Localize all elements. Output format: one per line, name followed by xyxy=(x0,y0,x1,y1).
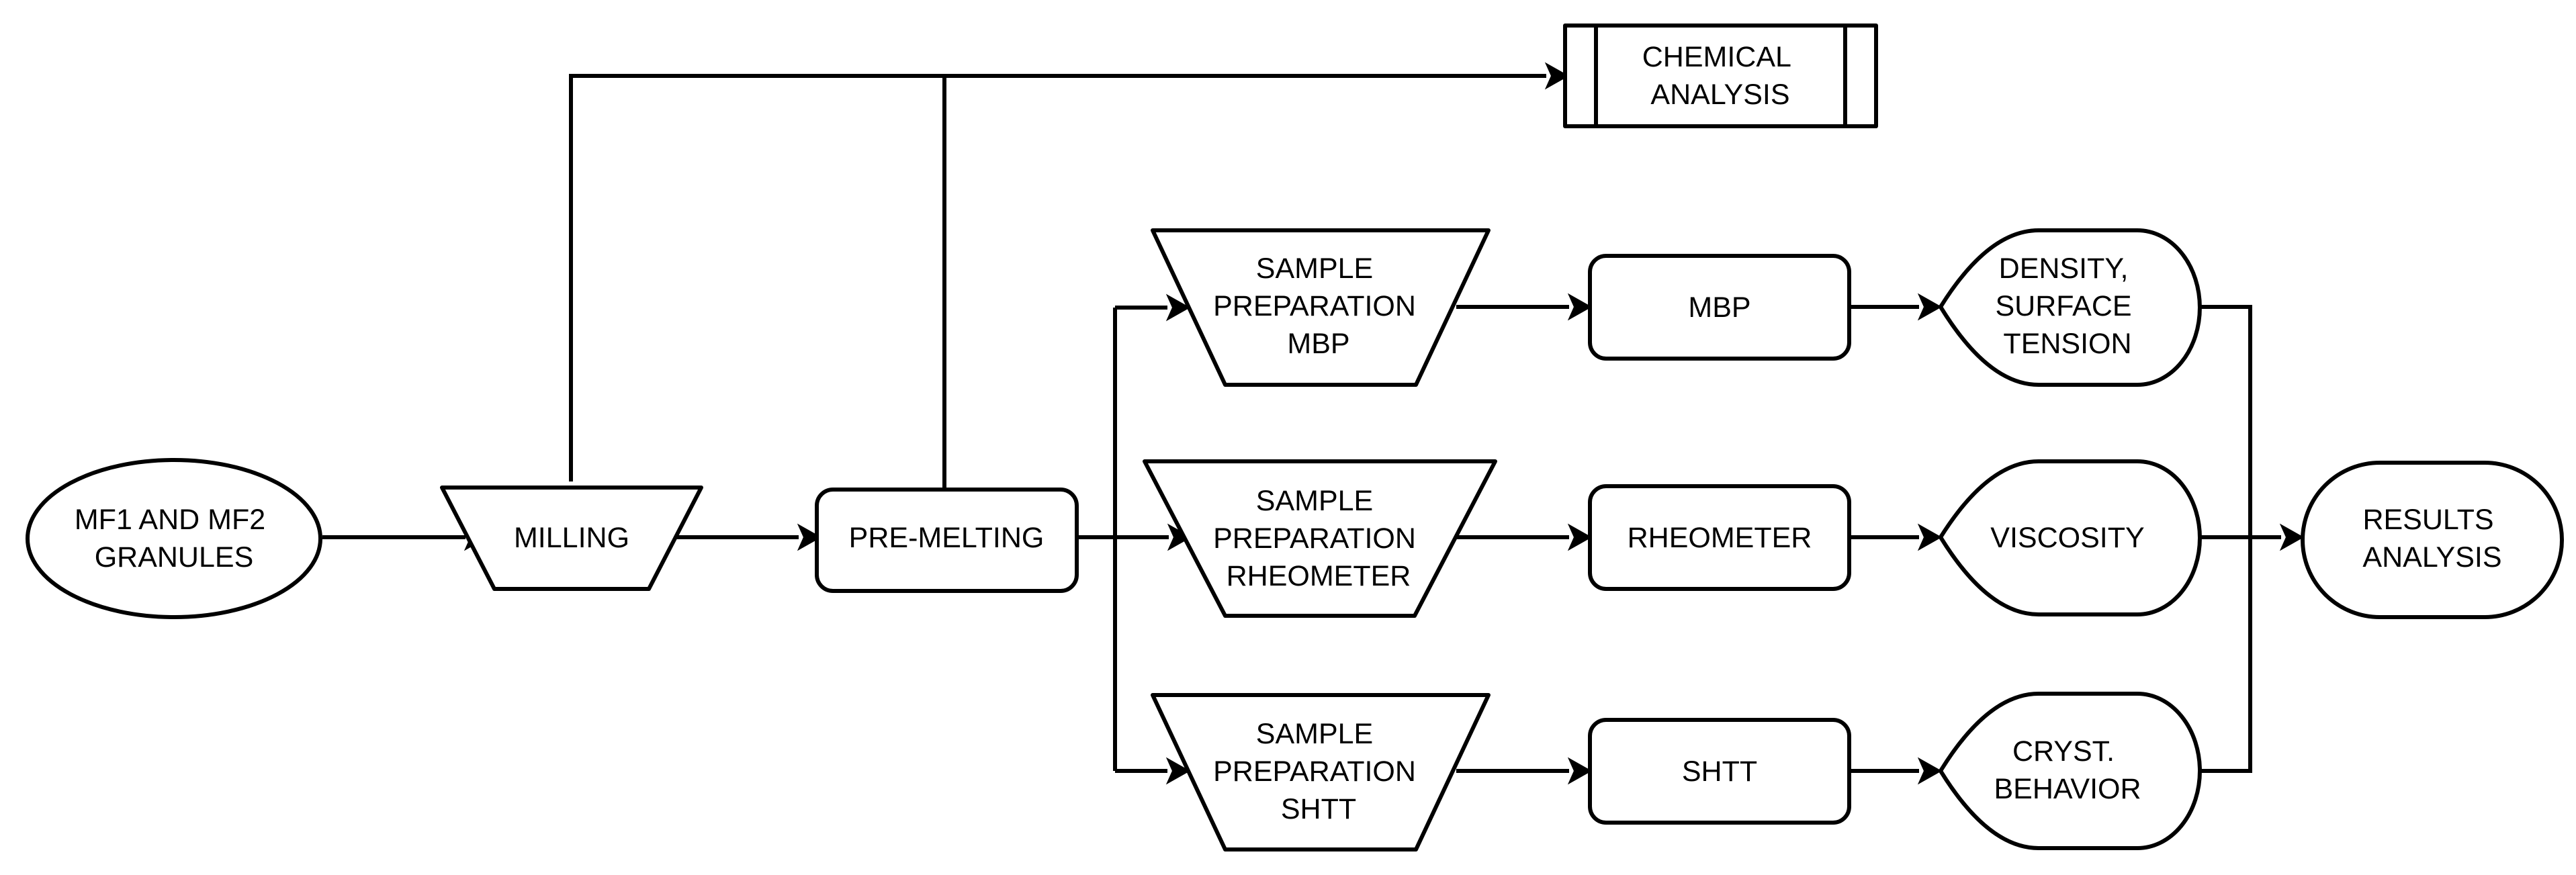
arrowhead-density xyxy=(1917,293,1943,321)
svg-text:CHEMICAL ANALYSIS: CHEMICAL ANALYSIS xyxy=(1642,41,1799,111)
svg-text:DENSITY, SURFACE T: DENSITY, SURFACE TENSION xyxy=(1995,252,2139,360)
sample-prep-mbp-label-line-1: SAMPLE xyxy=(1256,252,1373,285)
node-rheometer: RHEOMETER xyxy=(1588,484,1851,591)
node-milling: MILLING xyxy=(440,486,703,591)
node-mbp: MBP xyxy=(1588,254,1851,361)
node-viscosity: VISCOSITY xyxy=(1939,459,2202,616)
arrowhead-prep-rheometer xyxy=(1167,523,1192,551)
arrowhead-cryst xyxy=(1917,757,1943,785)
svg-text:CRYST. BEHAVIOR: CRYST. BEHAVIOR xyxy=(1994,735,2141,805)
node-granules: MF1 AND MF2 GRANULES xyxy=(26,458,322,619)
sample-prep-rheometer-label-line-3: RHEOMETER xyxy=(1227,560,1411,592)
sample-prep-mbp-label-line-3: MBP xyxy=(1287,328,1349,360)
rheometer-label: RHEOMETER xyxy=(1628,522,1812,554)
granules-label-line-1: MF1 AND MF2 xyxy=(75,504,265,536)
connector-density-to-results xyxy=(2200,305,2252,537)
results-label-line-1: RESULTS xyxy=(2362,504,2493,536)
node-cryst-behavior: CRYST. BEHAVIOR xyxy=(1939,692,2202,850)
sample-prep-rheometer-label-line-2: PREPARATION xyxy=(1213,522,1416,555)
arrowhead-premelting xyxy=(797,523,822,551)
node-density-surface-tension: DENSITY, SURFACE TENSION xyxy=(1939,228,2202,387)
sample-prep-mbp-label-line-2: PREPARATION xyxy=(1213,290,1416,322)
svg-text:SAMPLE PREPARATION: SAMPLE PREPARATION RHEOMETER xyxy=(1213,485,1424,592)
sample-prep-shtt-label-line-2: PREPARATION xyxy=(1213,755,1416,788)
node-sample-prep-mbp: SAMPLE PREPARATION MBP xyxy=(1151,228,1491,387)
svg-text:SAMPLE PREPARATION: SAMPLE PREPARATION SHTT xyxy=(1213,718,1424,825)
node-sample-prep-rheometer: SAMPLE PREPARATION RHEOMETER xyxy=(1143,459,1497,618)
node-results-analysis: RESULTS ANALYSIS xyxy=(2301,461,2564,619)
node-chemical-analysis: CHEMICAL ANALYSIS xyxy=(1563,24,1878,128)
arrowhead-chemical-analysis xyxy=(1544,62,1570,90)
viscosity-label: VISCOSITY xyxy=(1990,522,2144,554)
granules-label-line-2: GRANULES xyxy=(95,541,254,573)
sample-prep-rheometer-label-line-1: SAMPLE xyxy=(1256,485,1373,517)
chemical-analysis-label-line-2: ANALYSIS xyxy=(1650,79,1789,111)
arrowhead-shtt xyxy=(1567,757,1593,785)
arrowhead-mbp xyxy=(1567,293,1593,321)
arrowhead-rheometer xyxy=(1567,523,1593,551)
connector-to-chemical-analysis xyxy=(569,74,1546,481)
node-sample-prep-shtt: SAMPLE PREPARATION SHTT xyxy=(1151,693,1491,851)
svg-text:SAMPLE PREPARATION: SAMPLE PREPARATION MBP xyxy=(1213,252,1424,360)
node-shtt: SHTT xyxy=(1588,718,1851,825)
density-label-line-1: DENSITY, xyxy=(1999,252,2129,285)
density-label-line-3: TENSION xyxy=(2003,328,2131,360)
premelting-label: PRE-MELTING xyxy=(849,522,1045,554)
connector-cryst-to-results xyxy=(2200,537,2252,773)
arrowhead-results xyxy=(2279,523,2305,551)
mbp-label: MBP xyxy=(1688,291,1750,324)
results-label-line-2: ANALYSIS xyxy=(2362,541,2501,573)
arrowhead-viscosity xyxy=(1917,523,1943,551)
node-premelting: PRE-MELTING xyxy=(815,488,1079,593)
cryst-label-line-1: CRYST. xyxy=(2012,735,2115,768)
svg-text:RESULTS ANALYSIS: RESULTS ANALYSIS xyxy=(2362,504,2501,573)
cryst-label-line-2: BEHAVIOR xyxy=(1994,773,2141,805)
density-label-line-2: SURFACE xyxy=(1995,290,2131,322)
connectors xyxy=(322,62,2305,785)
arrowhead-prep-mbp xyxy=(1165,293,1191,322)
svg-text:MF1 AND MF2 GRANULES: MF1 AND MF2 GRANULES xyxy=(75,504,273,573)
sample-prep-shtt-label-line-1: SAMPLE xyxy=(1256,718,1373,750)
sample-prep-shtt-label-line-3: SHTT xyxy=(1281,793,1356,825)
shtt-label: SHTT xyxy=(1682,755,1757,788)
arrowhead-prep-shtt xyxy=(1165,757,1191,785)
chemical-analysis-label-line-1: CHEMICAL xyxy=(1642,41,1791,73)
milling-label: MILLING xyxy=(514,522,629,554)
